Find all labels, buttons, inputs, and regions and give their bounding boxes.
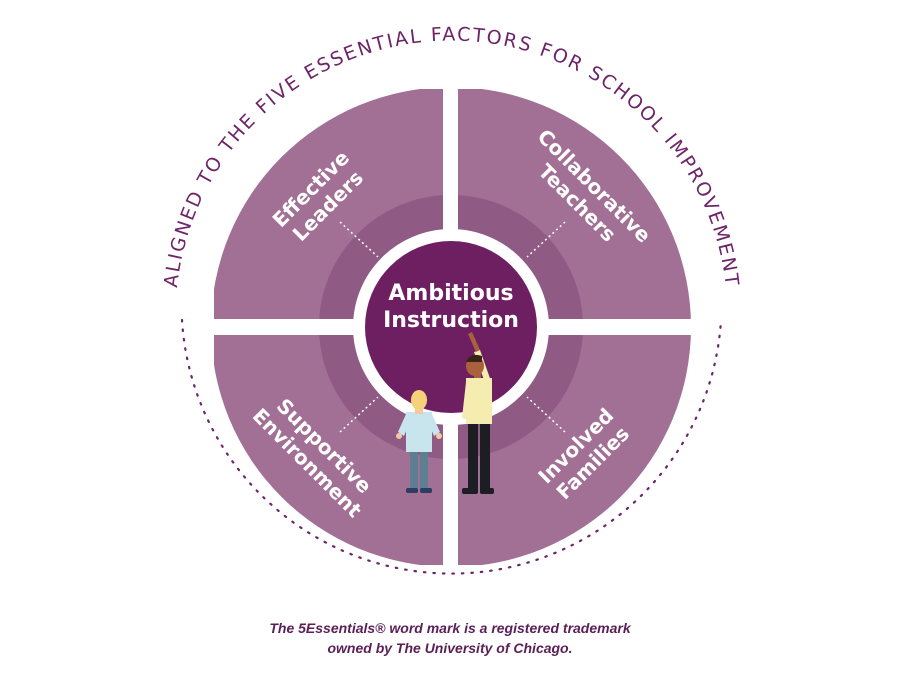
trademark-line2: owned by The University of Chicago. — [327, 640, 573, 656]
center-circle — [365, 241, 537, 413]
adult-figure-illustration — [462, 332, 494, 494]
trademark-line1: The 5Essentials® word mark is a register… — [269, 620, 631, 636]
connector-lines — [339, 221, 566, 433]
center-label-line1: Ambitious — [388, 281, 513, 306]
child-figure-illustration — [396, 390, 442, 493]
center-label-line2: Instruction — [383, 308, 519, 333]
trademark-note: The 5Essentials® word mark is a register… — [0, 618, 900, 658]
dotted-arc — [180, 318, 723, 575]
